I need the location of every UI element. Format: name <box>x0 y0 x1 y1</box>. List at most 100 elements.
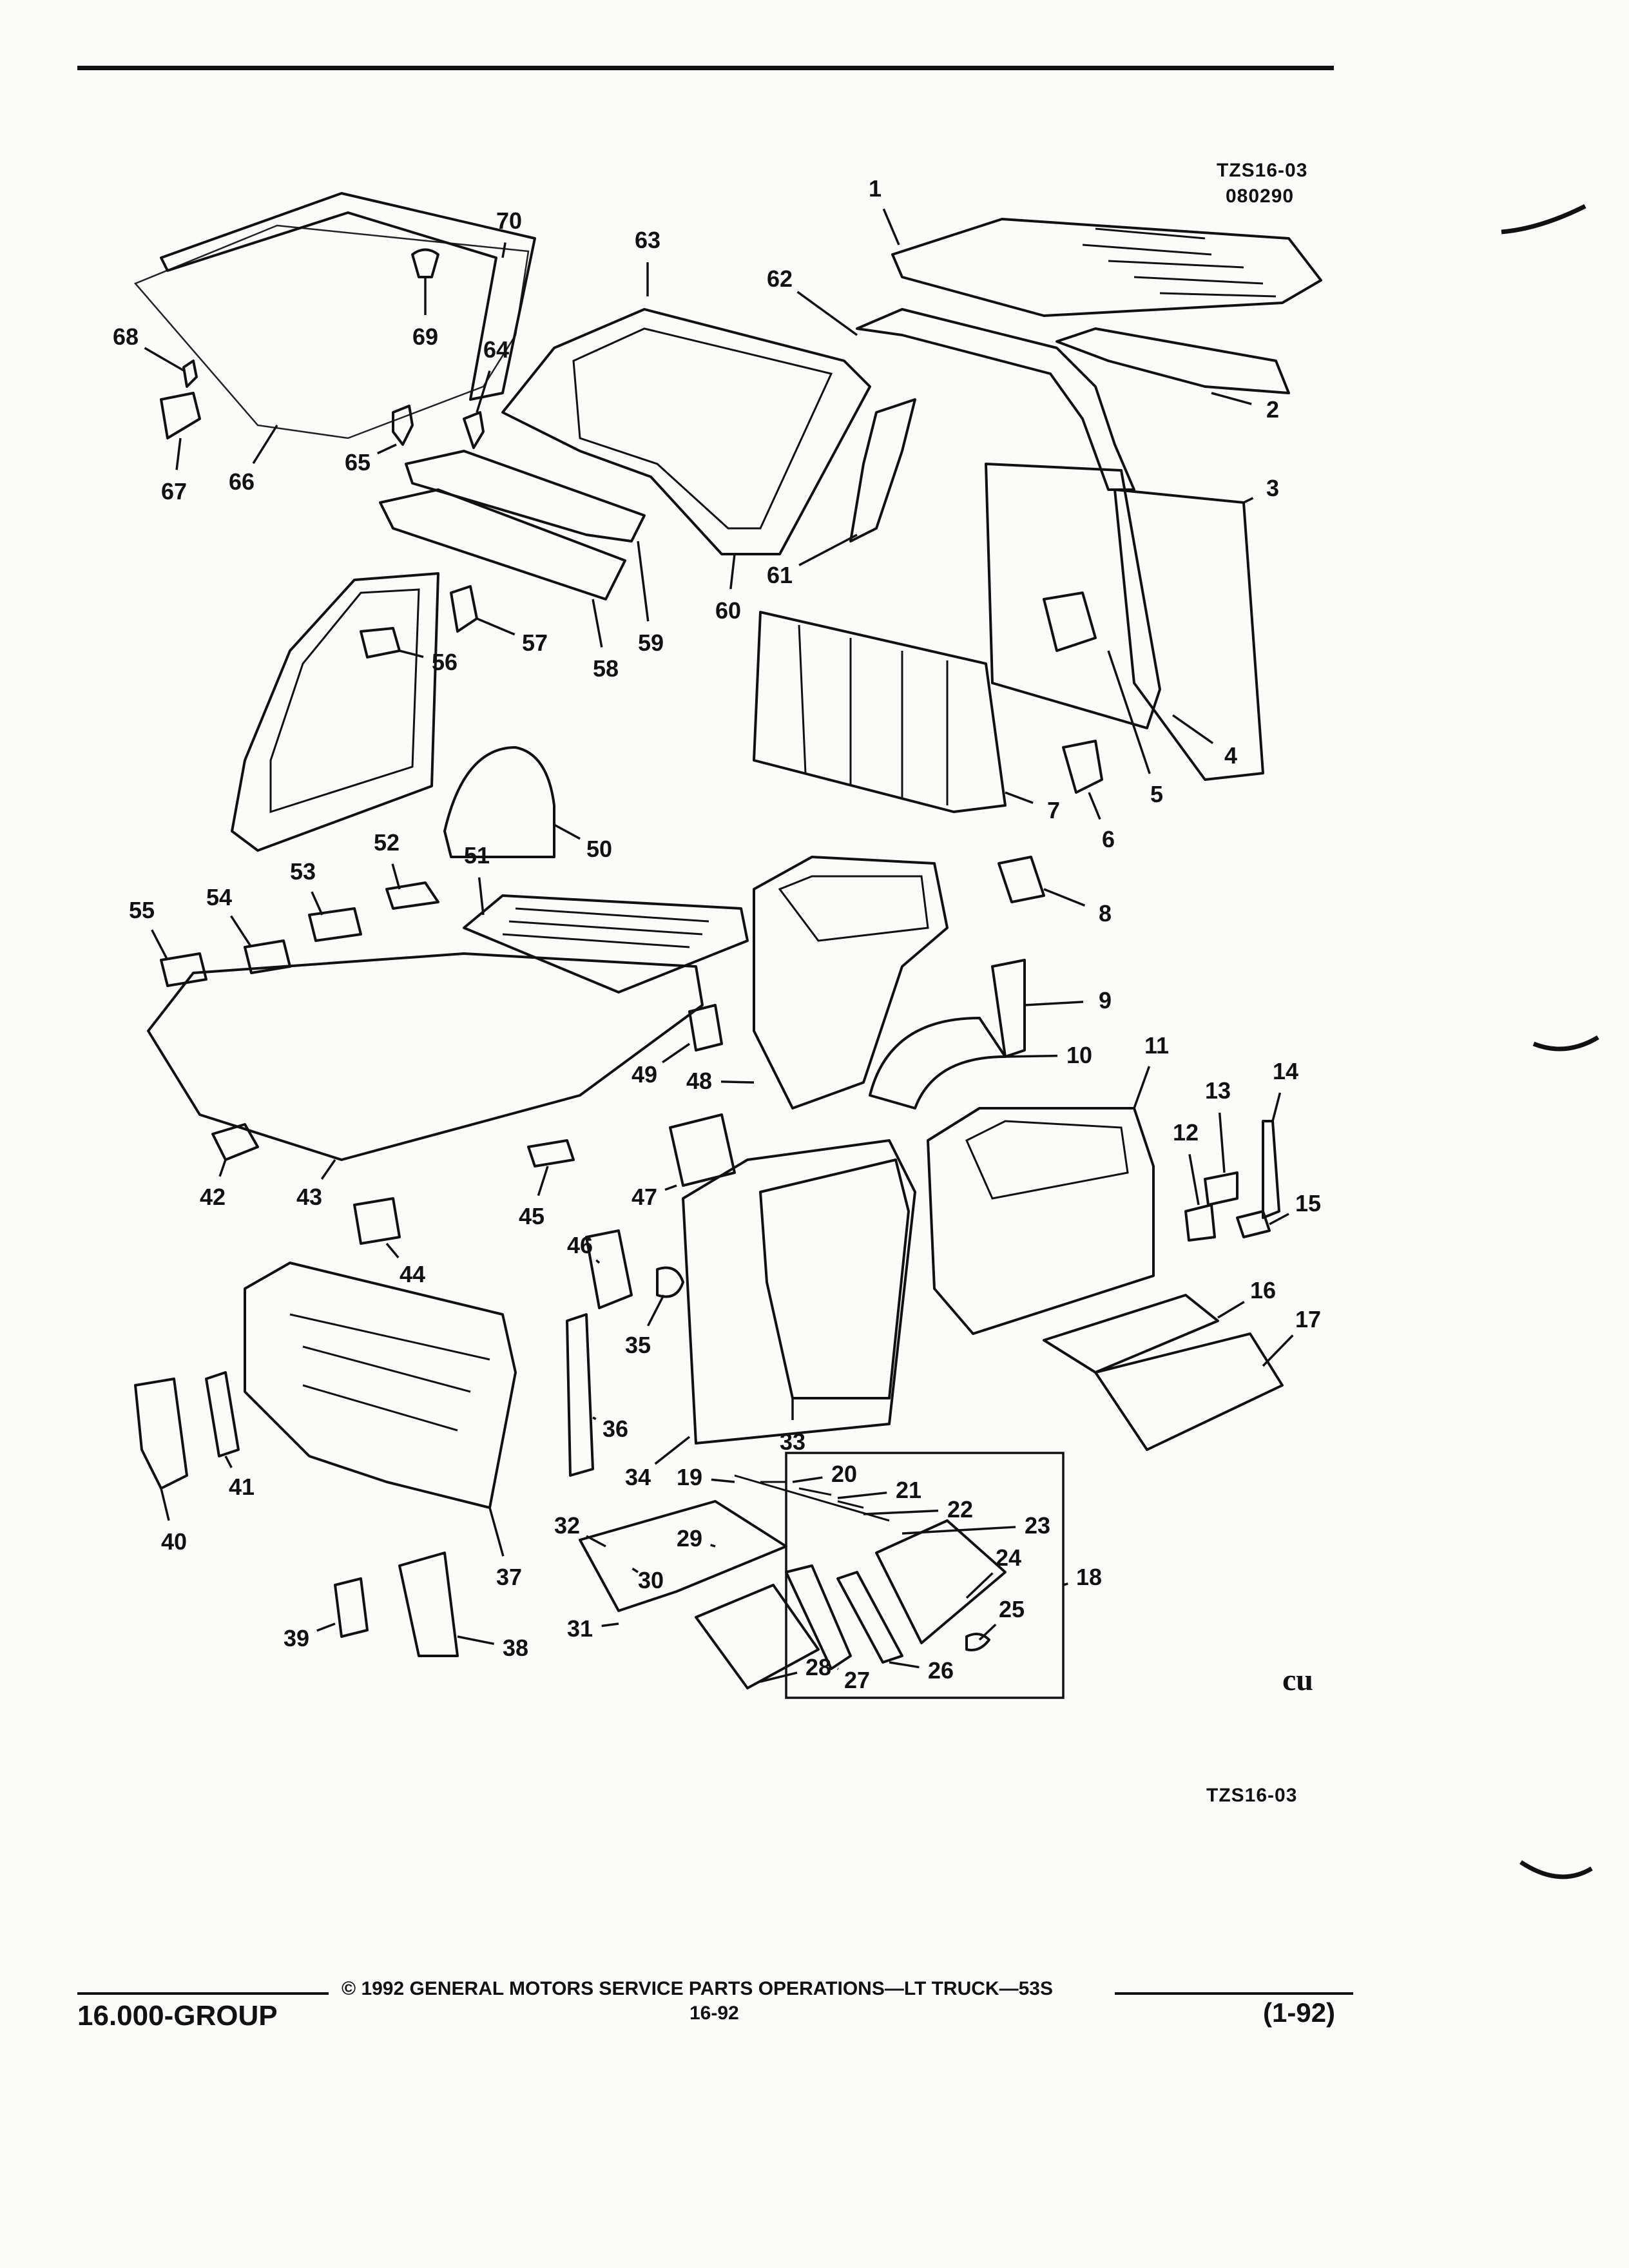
window-17 <box>1094 1332 1284 1451</box>
footer-page-number: 16-92 <box>689 2003 739 2024</box>
callout-leader-36 <box>592 1416 597 1421</box>
callout-leader-50 <box>554 823 581 840</box>
bracket-46 <box>585 1229 633 1309</box>
callout-43: 43 <box>296 1184 322 1210</box>
callout-leader-58 <box>592 599 603 648</box>
callout-51: 51 <box>464 842 490 869</box>
figure-code-bottom: TZS16-03 <box>1206 1785 1298 1806</box>
footer-revision: (1-92) <box>1263 1997 1336 2028</box>
callout-leader-6 <box>1088 792 1101 820</box>
floor-rear <box>463 894 749 994</box>
callout-leader-32 <box>586 1535 606 1548</box>
callout-66: 66 <box>229 468 255 495</box>
callout-leader-60 <box>729 553 736 590</box>
bracket-6 <box>1062 740 1103 794</box>
callout-52: 52 <box>374 829 400 856</box>
callout-41: 41 <box>229 1474 255 1500</box>
clip-69 <box>411 248 439 278</box>
figure-mark: cu <box>1282 1663 1313 1697</box>
callout-21: 21 <box>896 1477 921 1503</box>
callout-leader-1 <box>882 208 900 245</box>
callout-44: 44 <box>400 1261 425 1287</box>
side-door-frame <box>985 463 1161 729</box>
roof-bows <box>1082 227 1277 298</box>
channel-26 <box>836 1571 903 1664</box>
bracket-39 <box>334 1577 369 1638</box>
callout-leader-17 <box>1262 1334 1294 1367</box>
callout-3: 3 <box>1266 475 1279 501</box>
callout-leader-68 <box>144 347 184 372</box>
callout-leader-59 <box>637 541 650 622</box>
floor-ribs <box>502 907 709 948</box>
pillar-36 <box>566 1313 594 1477</box>
callout-leader-15 <box>1269 1213 1289 1225</box>
callout-leader-41 <box>224 1456 233 1468</box>
callout-57: 57 <box>522 629 548 656</box>
footer-rule-left <box>77 1992 329 1995</box>
front-door-inner <box>269 588 420 814</box>
callout-56: 56 <box>432 649 458 675</box>
callout-17: 17 <box>1295 1306 1321 1332</box>
bumper-35 <box>656 1266 684 1298</box>
callout-leader-35 <box>646 1294 665 1327</box>
bracket-67 <box>160 392 201 439</box>
callout-49: 49 <box>631 1061 657 1088</box>
dash-panel-37 <box>244 1262 517 1509</box>
callout-leader-55 <box>151 929 169 961</box>
latch-19-23 <box>734 1474 890 1522</box>
callout-29: 29 <box>677 1525 702 1552</box>
spring-13 <box>1204 1171 1239 1206</box>
callout-30: 30 <box>638 1567 664 1593</box>
callout-5: 5 <box>1150 781 1163 807</box>
callout-leader-25 <box>978 1624 997 1641</box>
kit-box-18 <box>785 1452 1065 1699</box>
glass-24 <box>875 1519 1007 1644</box>
callout-leader-30 <box>631 1568 639 1573</box>
callout-48: 48 <box>686 1068 712 1094</box>
callout-53: 53 <box>290 858 316 885</box>
callout-leader-66 <box>252 425 278 465</box>
callout-4: 4 <box>1224 742 1237 769</box>
callout-leader-12 <box>1188 1154 1200 1206</box>
callout-leader-64 <box>476 370 491 413</box>
wheelhouse-10 <box>869 1017 1007 1110</box>
body-side-34 <box>682 1139 916 1445</box>
margin-marks <box>1501 204 1599 1879</box>
callout-62: 62 <box>767 265 793 292</box>
callout-58: 58 <box>593 655 619 682</box>
windshield-seal <box>160 192 536 401</box>
bracket-54 <box>244 939 291 974</box>
side-door-glass <box>1113 488 1264 781</box>
rear-panel-ribs <box>798 624 949 805</box>
callout-leader-47 <box>664 1184 677 1191</box>
callout-leader-62 <box>796 291 858 336</box>
callout-2: 2 <box>1266 396 1279 423</box>
bracket-42 <box>211 1123 259 1161</box>
callout-leader-53 <box>311 891 323 916</box>
callout-55: 55 <box>129 897 155 923</box>
callout-leader-46 <box>595 1259 601 1264</box>
latch-5 <box>1043 591 1097 652</box>
callout-65: 65 <box>345 449 371 476</box>
callout-leader-4 <box>1171 714 1214 744</box>
footer-group: 16.000-GROUP <box>77 2000 278 2032</box>
callout-leader-44 <box>385 1242 400 1259</box>
callout-leader-38 <box>457 1635 495 1646</box>
callout-leader-2 <box>1211 392 1252 405</box>
callout-leader-43 <box>320 1159 336 1180</box>
callout-10: 10 <box>1066 1042 1092 1068</box>
wheelhouse-50 <box>443 746 555 858</box>
bracket-52 <box>385 881 439 910</box>
bracket-57 <box>450 585 478 633</box>
dash-ribs <box>289 1313 490 1432</box>
callout-leader-67 <box>175 437 182 470</box>
roof-rail-right <box>1055 327 1290 394</box>
callout-leader-7 <box>1005 791 1034 804</box>
quarter-outer-window <box>965 1120 1129 1200</box>
callout-leader-54 <box>230 915 253 948</box>
callout-leader-16 <box>1217 1300 1245 1319</box>
callout-12: 12 <box>1173 1119 1199 1146</box>
cowl-panel-59 <box>405 450 646 543</box>
callout-leader-8 <box>1043 888 1086 907</box>
